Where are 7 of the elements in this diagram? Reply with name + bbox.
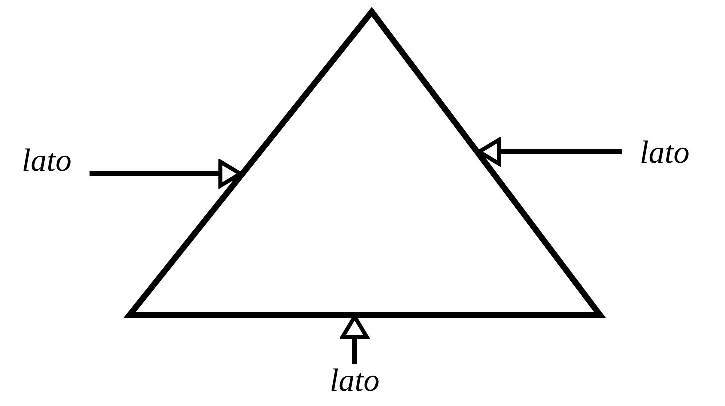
side-label: lato [640, 134, 690, 170]
arrow [340, 315, 369, 364]
side-label: lato [330, 362, 380, 398]
arrow [477, 138, 622, 166]
arrow [90, 160, 243, 188]
triangle [124, 7, 606, 318]
side-label: lato [22, 142, 72, 178]
